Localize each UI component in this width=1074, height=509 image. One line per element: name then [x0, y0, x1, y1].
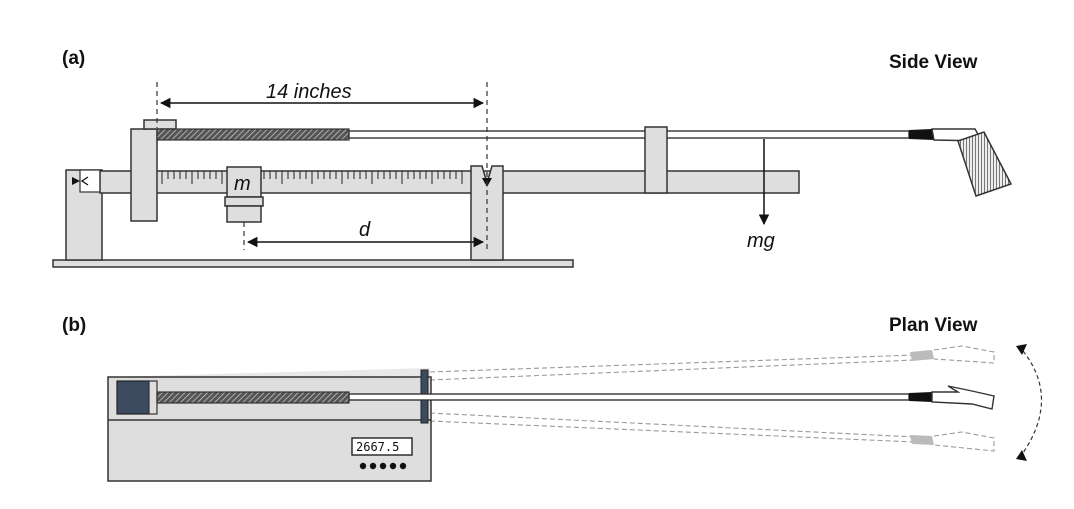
shaft: [348, 130, 910, 139]
clamp-block-top: [116, 380, 150, 415]
club-plan: [156, 385, 995, 410]
readout-button[interactable]: [399, 462, 407, 470]
shaft-plan: [348, 393, 910, 401]
base-plate: [52, 259, 574, 268]
sliding-mass: m: [224, 166, 264, 223]
force-label: mg: [747, 230, 775, 252]
display-screen: [351, 437, 413, 456]
grip: [156, 128, 350, 141]
arc-arrow-bottom-icon: [1016, 450, 1027, 461]
readout-button[interactable]: [379, 462, 387, 470]
plan-view-title: Plan View: [889, 315, 978, 336]
panel-b-label: (b): [62, 315, 86, 336]
hosel: [909, 129, 934, 140]
clamp-cap: [143, 119, 177, 130]
grip-plan: [156, 391, 350, 404]
pivot-arrow-icon: [72, 177, 80, 185]
left-upright: [65, 169, 103, 261]
readout-button[interactable]: [359, 462, 367, 470]
club-head-plan: [931, 385, 995, 410]
digital-readout: 2667.5: [351, 437, 413, 470]
swing-arc: [1022, 350, 1042, 454]
readout-button[interactable]: [389, 462, 397, 470]
arc-arrow-top-icon: [1016, 344, 1027, 355]
readout-button[interactable]: [369, 462, 377, 470]
hosel-plan: [909, 392, 932, 402]
length-label: 14 inches: [266, 81, 352, 103]
display-buttons: [359, 462, 407, 470]
club-side: [156, 128, 1013, 197]
distance-label: d: [359, 219, 371, 241]
clamp-block: [130, 128, 158, 222]
shaft-support: [644, 126, 668, 194]
club-head: [957, 131, 1013, 197]
panel-a-label: (a): [62, 48, 85, 69]
side-view-title: Side View: [889, 52, 978, 73]
beam-graduations: [161, 171, 463, 184]
display-value: 2667.5: [356, 440, 399, 454]
mass-label: m: [234, 173, 251, 195]
